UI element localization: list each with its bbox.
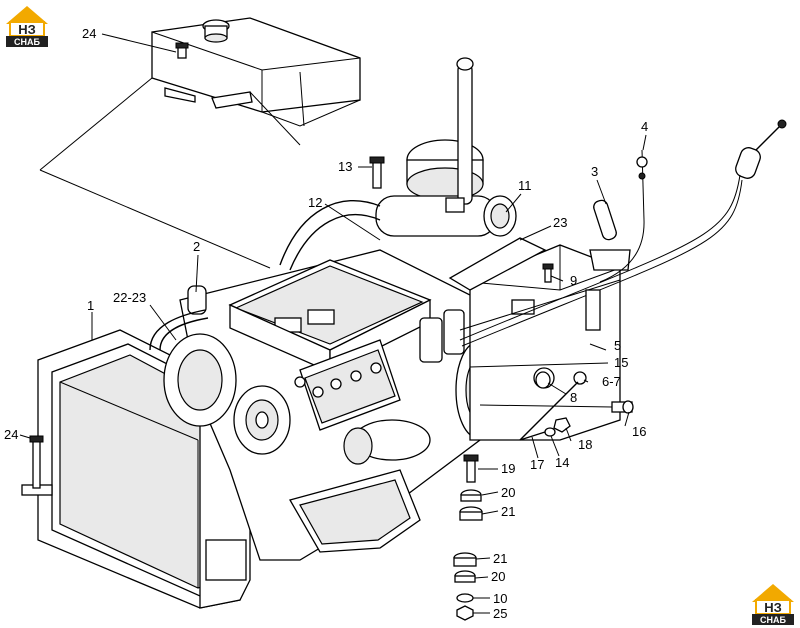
callout-19: 19: [501, 461, 515, 476]
svg-text:СНАБ: СНАБ: [14, 37, 40, 47]
leader-lines: [19, 33, 647, 614]
callout-11: 11: [518, 178, 532, 193]
callout-17: 17: [530, 457, 544, 472]
exhaust-pipe: [445, 57, 474, 213]
engine-block: [149, 249, 501, 561]
callout-2: 2: [193, 239, 200, 254]
assembly-reference-lines: [39, 77, 301, 269]
callout-22-23: 22-23: [113, 290, 146, 305]
fuel-tank: [151, 17, 361, 127]
brand-logo-mark: НЗ СНАБ: [6, 6, 48, 47]
throttle-controls: [459, 119, 787, 347]
callout-18: 18: [578, 437, 592, 452]
callout-21-lower: 21: [493, 551, 507, 566]
svg-text:НЗ: НЗ: [764, 600, 782, 615]
callout-10: 10: [493, 591, 507, 606]
callout-16: 16: [632, 424, 646, 439]
callout-15: 15: [614, 355, 628, 370]
callout-20-upper: 20: [501, 485, 515, 500]
svg-text:НЗ: НЗ: [18, 22, 36, 37]
callout-24-top: 24: [82, 26, 96, 41]
callout-12: 12: [308, 195, 322, 210]
callout-4: 4: [641, 119, 648, 134]
callout-6-7: 6-7: [602, 374, 621, 389]
svg-text:СНАБ: СНАБ: [760, 615, 786, 625]
brand-logo-bottom-right: НЗ СНАБ: [748, 580, 798, 626]
mounting-hardware: [369, 156, 634, 621]
callout-3: 3: [591, 164, 598, 179]
callout-1: 1: [87, 298, 94, 313]
callout-8: 8: [570, 390, 577, 405]
callout-5: 5: [614, 338, 621, 353]
brand-logo-top-left: НЗ СНАБ: [2, 2, 52, 48]
callout-25: 25: [493, 606, 507, 621]
brand-logo-mark: НЗ СНАБ: [752, 584, 794, 625]
callout-20-lower: 20: [491, 569, 505, 584]
callout-14: 14: [555, 455, 569, 470]
callout-13: 13: [338, 159, 352, 174]
callout-24-left: 24: [4, 427, 18, 442]
callout-labels: 24 13 12 11 4 3 23 2 9 1 22-23 5 15 6-7 …: [4, 26, 648, 621]
callout-9: 9: [570, 273, 577, 288]
callout-23: 23: [553, 215, 567, 230]
callout-21-upper: 21: [501, 504, 515, 519]
